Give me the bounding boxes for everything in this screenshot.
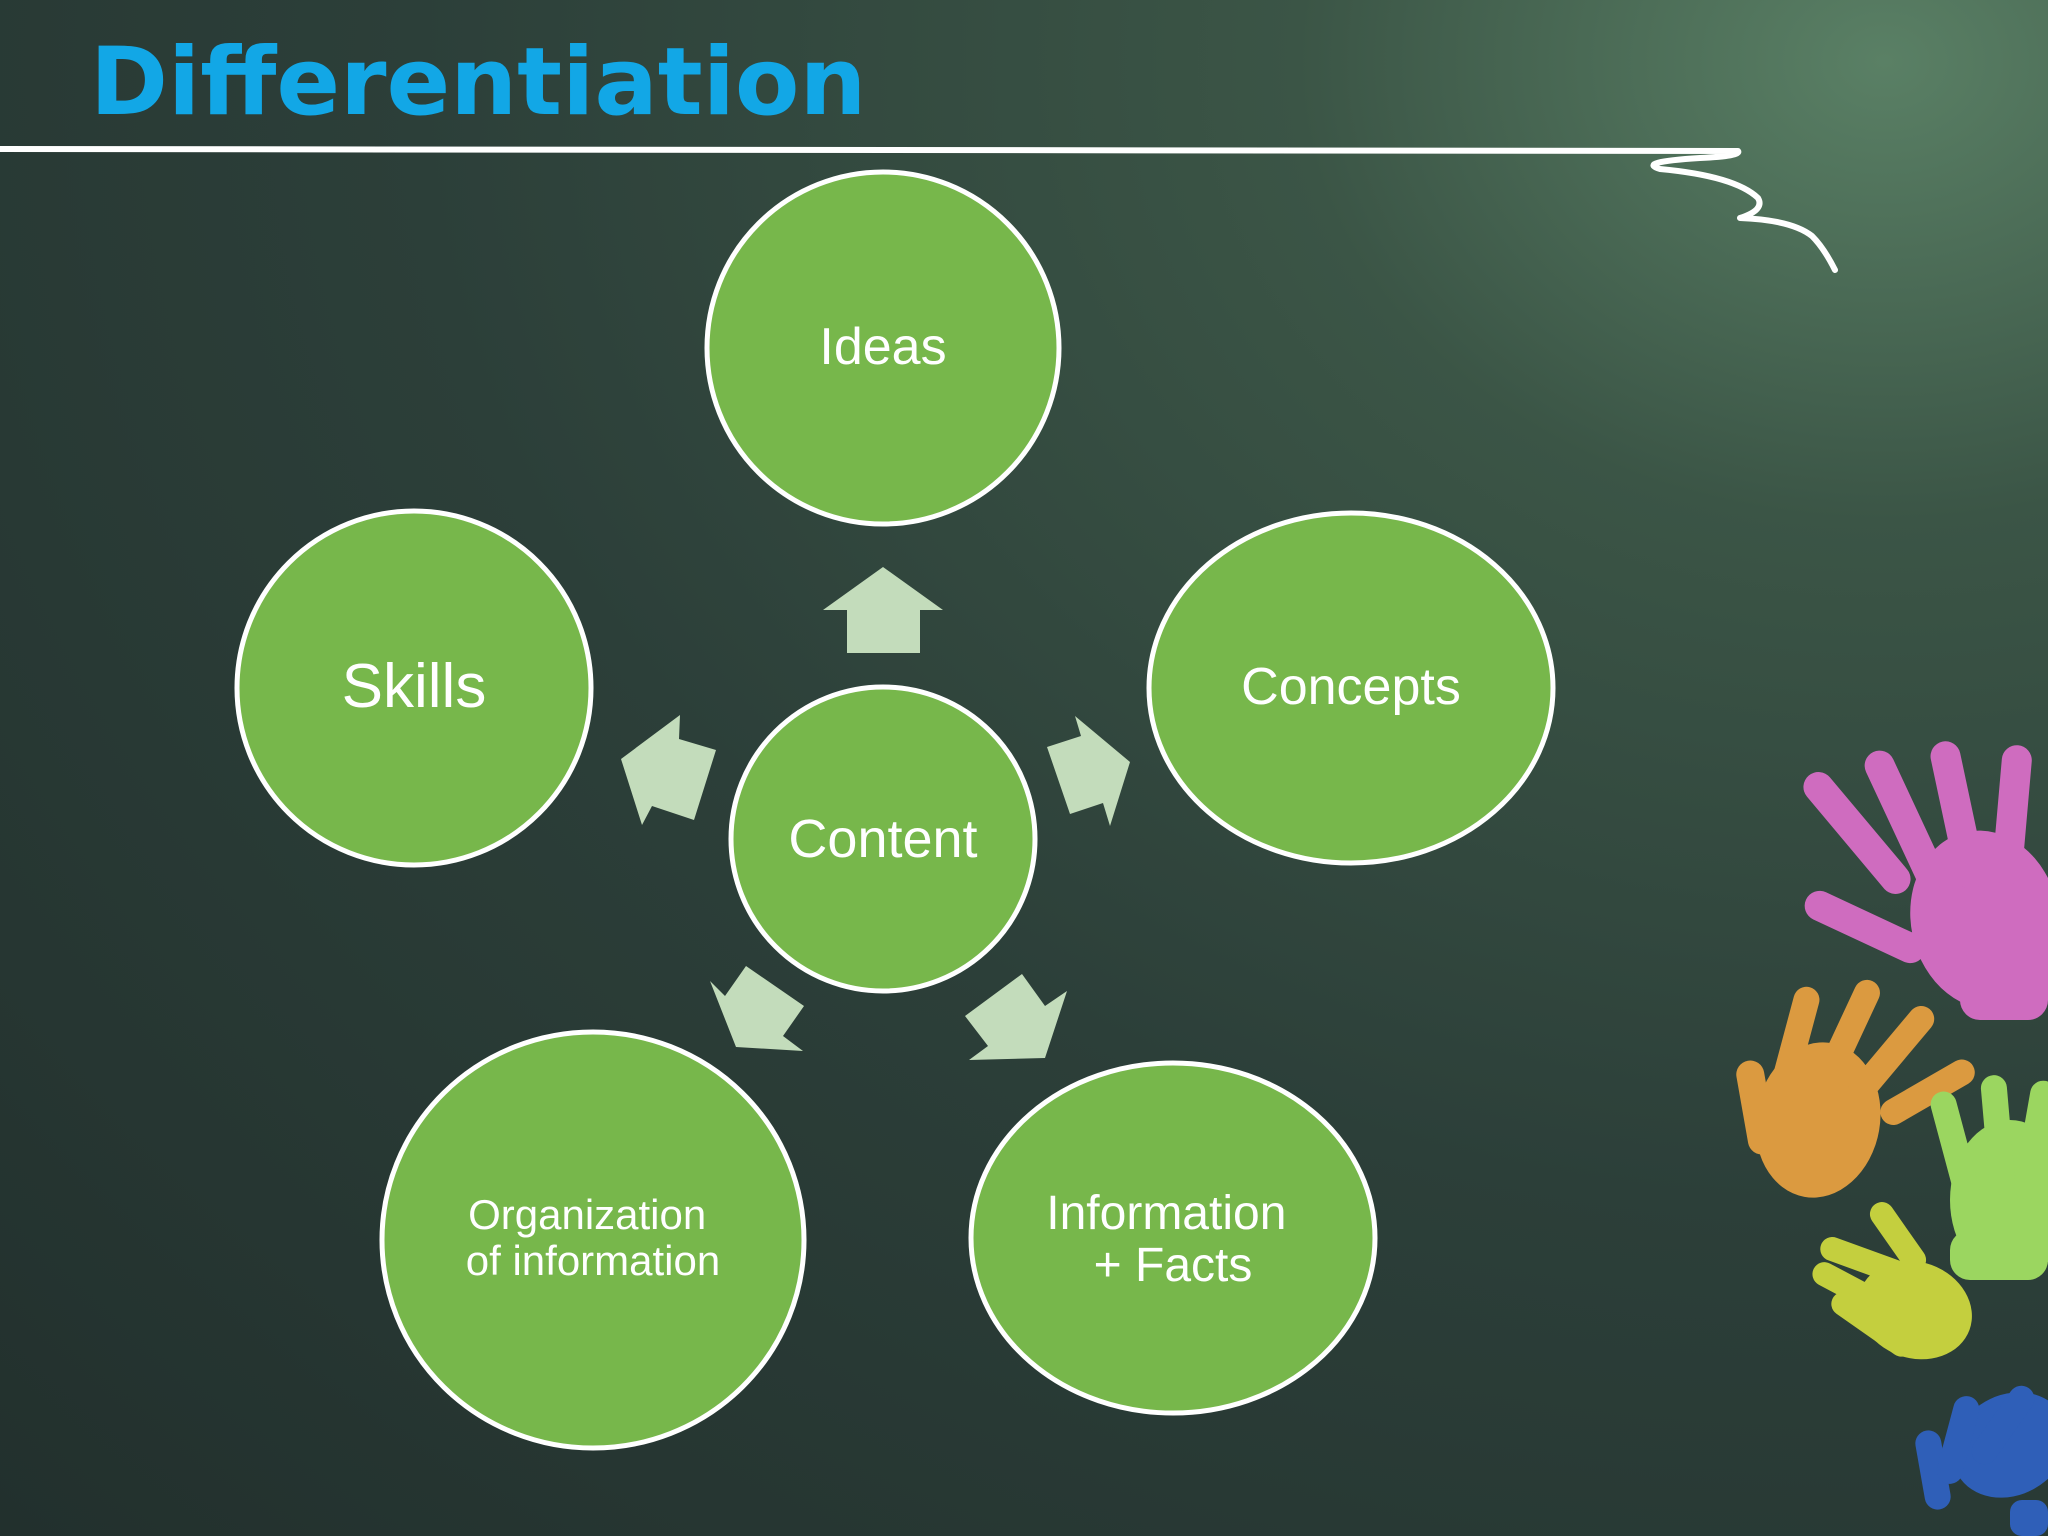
arrow-to-ideas [823, 567, 943, 653]
node-skills [234, 508, 594, 868]
title-underline [0, 146, 1838, 273]
node-concepts [1146, 510, 1556, 866]
node-skills-label: Skills [342, 652, 487, 721]
arrow-to-skills [621, 715, 716, 825]
node-content [728, 684, 1038, 994]
node-ideas-label: Ideas [819, 318, 946, 376]
slide-title: Differentiation [90, 28, 867, 137]
hand-print-pink [1803, 741, 2048, 1020]
arrow-to-information-facts [965, 974, 1067, 1060]
node-concepts-label: Concepts [1241, 658, 1461, 716]
node-organization [379, 1029, 807, 1451]
node-organization-label: Organization of information [466, 1191, 720, 1284]
hand-print-orange [1736, 979, 1975, 1198]
hand-print-yellow-green [1812, 1202, 1972, 1360]
hand-print-blue [1915, 1385, 2048, 1536]
arrow-to-concepts [1047, 716, 1130, 826]
node-information-facts [968, 1060, 1378, 1416]
node-information-facts-label: Information + Facts [1046, 1187, 1299, 1292]
node-content-label: Content [788, 809, 977, 869]
arrow-to-organization [710, 966, 804, 1051]
node-ideas [704, 169, 1062, 527]
hand-print-light-green [1930, 1075, 2048, 1280]
